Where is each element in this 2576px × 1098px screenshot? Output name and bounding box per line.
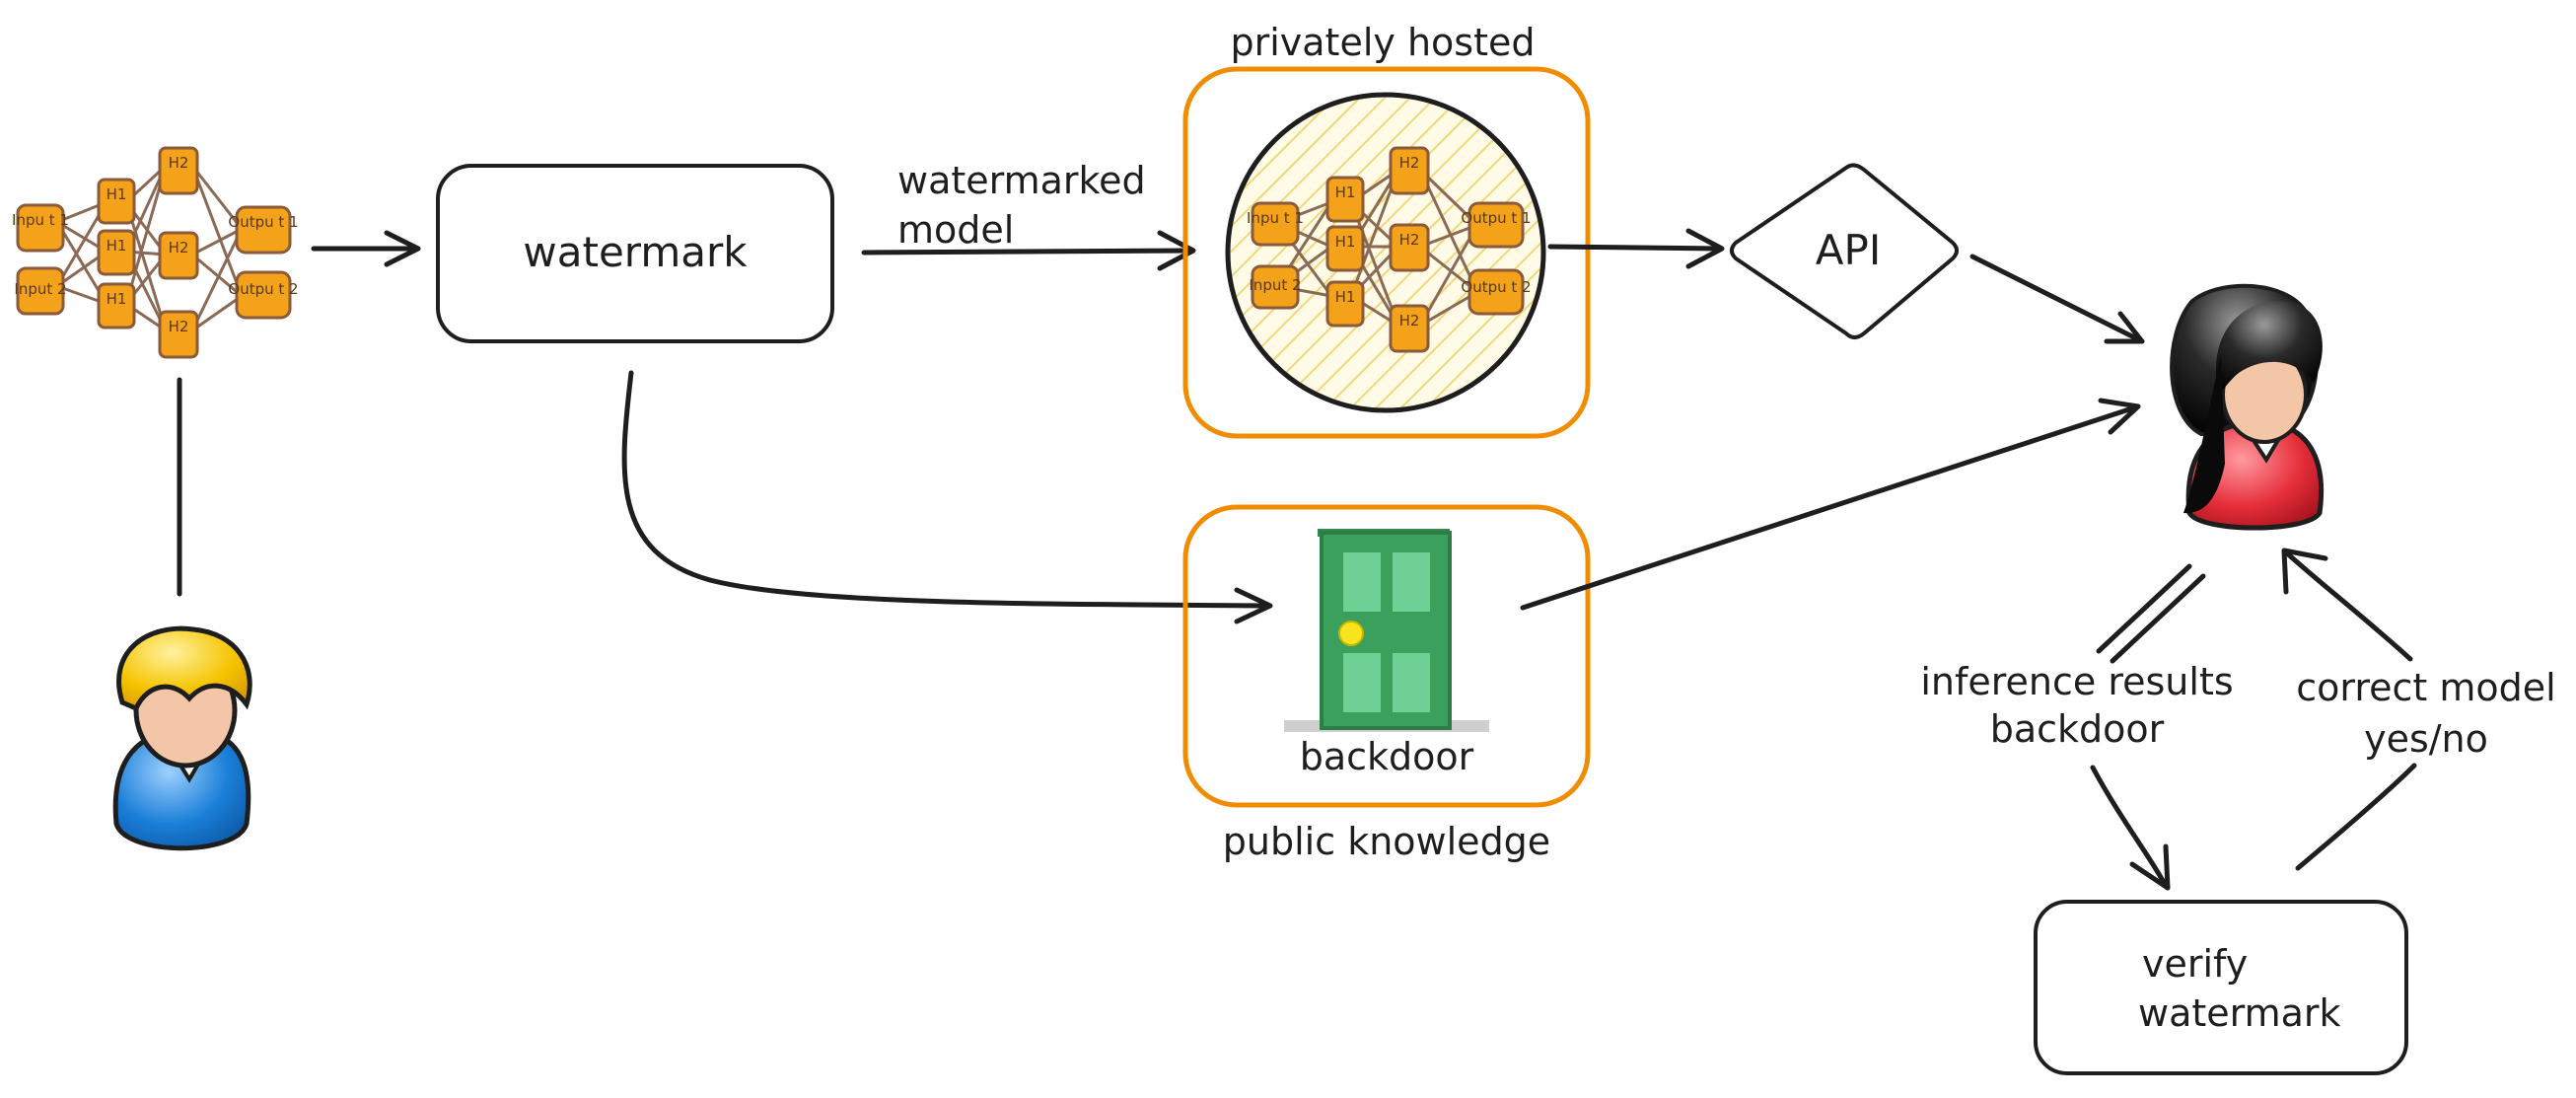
owner-person-icon bbox=[112, 625, 252, 851]
hosted-label-output1: Outpu t 1 bbox=[1461, 209, 1531, 227]
hosted-node-output2 bbox=[1467, 268, 1525, 316]
hosted-label-input1: Inpu t 1 bbox=[1247, 209, 1304, 227]
hosted-node-h2c bbox=[1389, 304, 1430, 353]
hosted-nn-edges bbox=[1275, 168, 1479, 328]
hosted-node-h2a bbox=[1389, 146, 1430, 195]
hosted-node-h1c bbox=[1325, 280, 1365, 328]
privately-hosted-frame bbox=[1182, 66, 1591, 439]
privately-hosted-label: privately hosted bbox=[1230, 21, 1535, 64]
arrow-watermark-to-backdoor bbox=[621, 370, 1273, 624]
arrow-inference-to-verify bbox=[2090, 765, 2171, 891]
hosted-node-input2 bbox=[1251, 264, 1300, 310]
hosted-node-h2b bbox=[1389, 223, 1430, 272]
hosted-model: Inpu t 1 Input 2 H1 H1 H1 H2 H2 H2 Outpu… bbox=[1225, 92, 1546, 413]
nn-label-h2a: H2 bbox=[169, 154, 189, 172]
hosted-label-output2: Outpu t 2 bbox=[1461, 278, 1531, 296]
nn-node-h2c bbox=[158, 310, 199, 359]
yes-no-label: yes/no bbox=[2364, 717, 2488, 761]
verify-watermark-box: verify watermark bbox=[2034, 900, 2408, 1075]
nn-node-input1 bbox=[16, 203, 65, 253]
nn-node-output2 bbox=[235, 270, 292, 320]
nn-node-h1c bbox=[97, 282, 136, 329]
watermarked-model-label-line2: model bbox=[897, 208, 1014, 252]
nn-label-input1: Inpu t 1 bbox=[12, 211, 69, 229]
hosted-label-h1a: H1 bbox=[1335, 183, 1356, 201]
nn-node-output1 bbox=[235, 205, 292, 255]
watermark-box: watermark bbox=[436, 164, 834, 343]
neural-network-source: Inpu t 1 Input 2 H1 H1 H1 H2 H2 H2 Outpu… bbox=[12, 146, 299, 359]
correct-model-label: correct model bbox=[2296, 666, 2555, 709]
public-knowledge-label: public knowledge bbox=[1223, 820, 1550, 863]
nn-label-h2b: H2 bbox=[169, 239, 189, 256]
backdoor-label: backdoor bbox=[1300, 735, 1474, 778]
arrow-api-to-verifier bbox=[1969, 254, 2145, 344]
arrow-verify-to-verifier bbox=[2281, 548, 2417, 871]
hosted-node-h1a bbox=[1325, 176, 1365, 223]
nn-node-h1a bbox=[97, 178, 136, 225]
arrow-watermark-to-hosted bbox=[861, 230, 1196, 271]
nn-label-h1a: H1 bbox=[107, 185, 127, 203]
door-icon bbox=[1284, 529, 1489, 732]
inference-backdoor-label: backdoor bbox=[1990, 707, 2165, 751]
nn-node-input2 bbox=[16, 266, 65, 316]
nn-label-h1c: H1 bbox=[107, 290, 127, 308]
verify-label: verify bbox=[2142, 942, 2248, 986]
nn-label-input2: Input 2 bbox=[14, 280, 66, 298]
api-diamond: API bbox=[1730, 163, 1959, 339]
line-verifier-to-inference bbox=[2096, 563, 2206, 664]
nn-label-h1b: H1 bbox=[107, 237, 127, 255]
hosted-label-h2c: H2 bbox=[1399, 312, 1420, 329]
arrow-hosted-to-api bbox=[1547, 228, 1725, 269]
hosted-label-h2b: H2 bbox=[1399, 231, 1420, 249]
nn-node-h2b bbox=[158, 231, 199, 280]
arrow-backdoor-to-verifier bbox=[1520, 398, 2141, 611]
nn-label-output1: Outpu t 1 bbox=[228, 213, 298, 231]
inference-results-label: inference results bbox=[1920, 660, 2233, 703]
hosted-node-output1 bbox=[1467, 201, 1525, 249]
hosted-label-h2a: H2 bbox=[1399, 154, 1420, 172]
watermarked-model-label-line1: watermarked bbox=[897, 159, 1146, 202]
nn-label-h2c: H2 bbox=[169, 318, 189, 335]
nn-node-h2a bbox=[158, 146, 199, 195]
watermark-box-label: watermark bbox=[523, 228, 748, 276]
nn-label-output2: Outpu t 2 bbox=[228, 280, 298, 298]
hosted-label-input2: Input 2 bbox=[1249, 276, 1301, 294]
hosted-node-input1 bbox=[1251, 201, 1300, 247]
verify-watermark-label: watermark bbox=[2138, 991, 2341, 1035]
hosted-label-h1b: H1 bbox=[1335, 233, 1356, 251]
arrow-network-to-watermark bbox=[311, 230, 421, 267]
hosted-label-h1c: H1 bbox=[1335, 288, 1356, 306]
api-label: API bbox=[1816, 226, 1881, 274]
verifier-person-icon bbox=[2170, 283, 2325, 531]
public-knowledge-frame bbox=[1182, 504, 1591, 808]
nn-edges bbox=[55, 164, 244, 332]
nn-node-h1b bbox=[97, 229, 136, 276]
hosted-node-h1b bbox=[1325, 225, 1365, 272]
